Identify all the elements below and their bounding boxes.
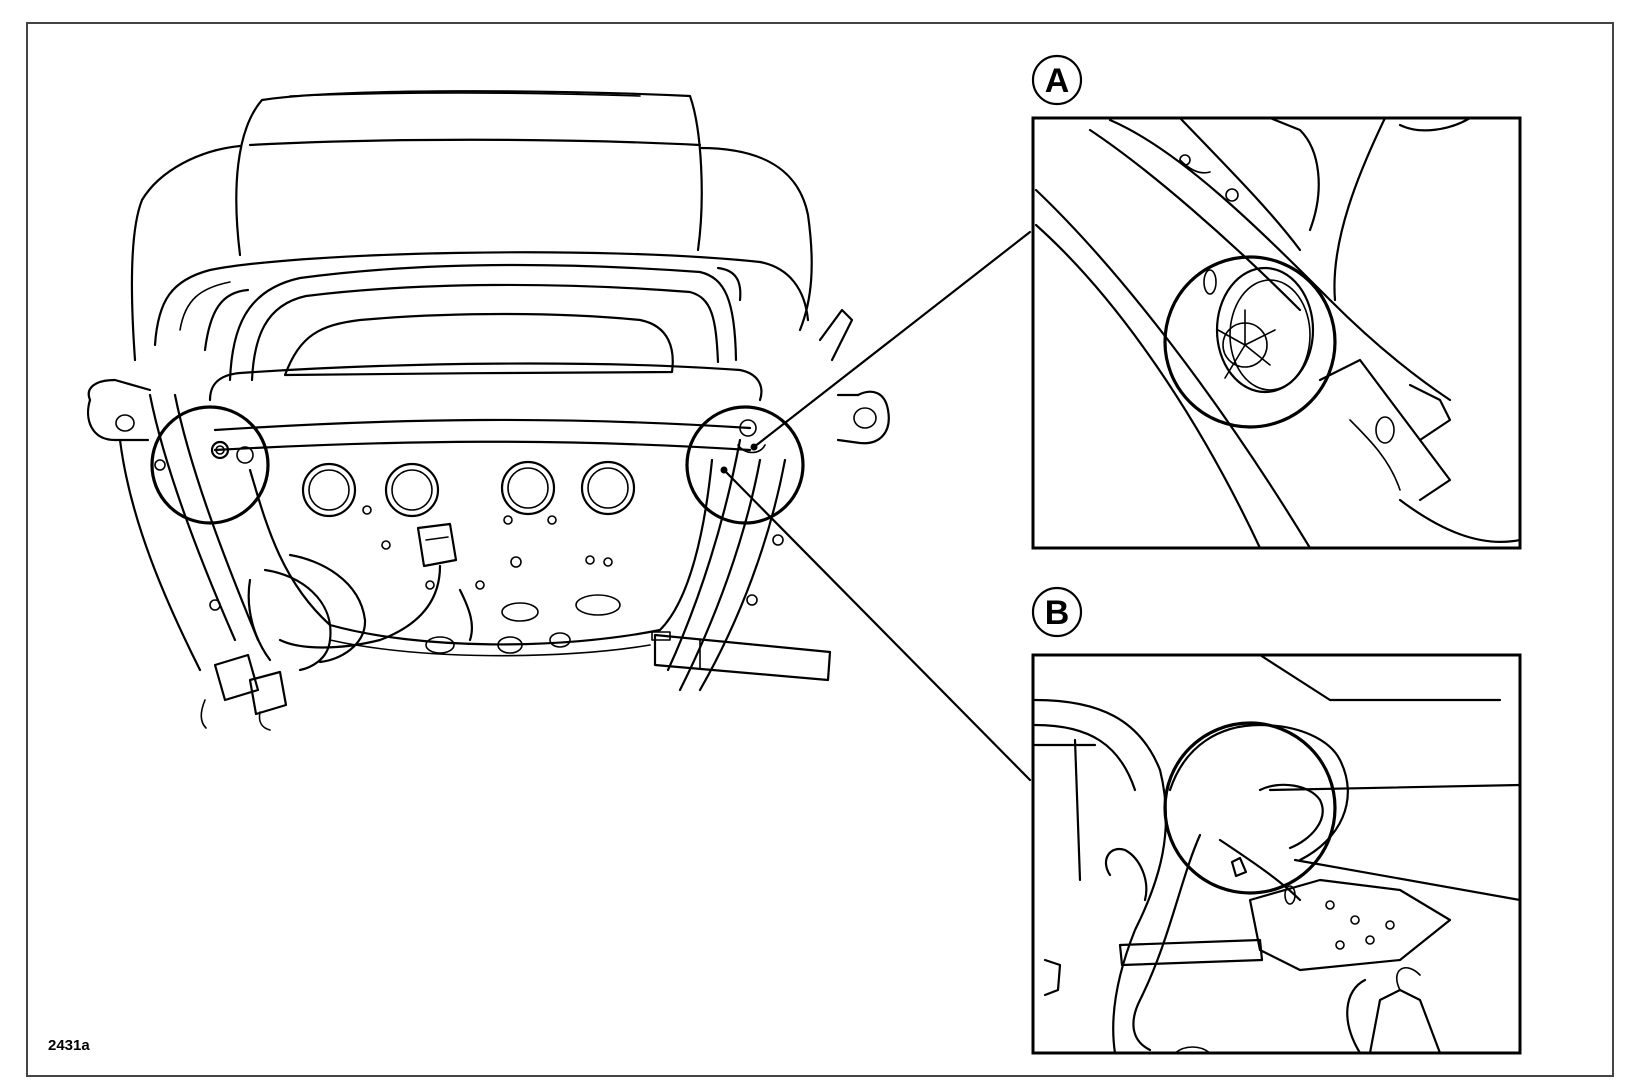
- callout-b-label: B: [1045, 594, 1070, 632]
- seat-back-outline: [130, 144, 813, 362]
- right-pivot-highlight: [685, 405, 805, 525]
- figure-id-label: 2431a: [48, 1037, 90, 1054]
- upper-tube-frame: [208, 264, 763, 402]
- detail-a-highlight: [1163, 255, 1337, 429]
- right-side-member: [651, 308, 890, 692]
- left-pivot-highlight: [150, 405, 270, 525]
- leader-line-b: [722, 468, 1032, 782]
- detail-b-highlight: [1163, 721, 1337, 895]
- seat-back-assembly: [86, 90, 890, 731]
- lower-panel: [213, 418, 752, 657]
- callout-a: A: [1031, 54, 1083, 106]
- detail-panel-a: [1031, 116, 1522, 550]
- detail-panel-b: [1031, 653, 1522, 1055]
- headrest: [235, 90, 703, 257]
- leader-line-a: [752, 230, 1032, 449]
- callout-b: B: [1031, 586, 1083, 638]
- left-side-member: [86, 378, 260, 672]
- figure-border: [26, 22, 1614, 1077]
- wiring-harness: [200, 522, 474, 731]
- callout-a-label: A: [1045, 62, 1070, 100]
